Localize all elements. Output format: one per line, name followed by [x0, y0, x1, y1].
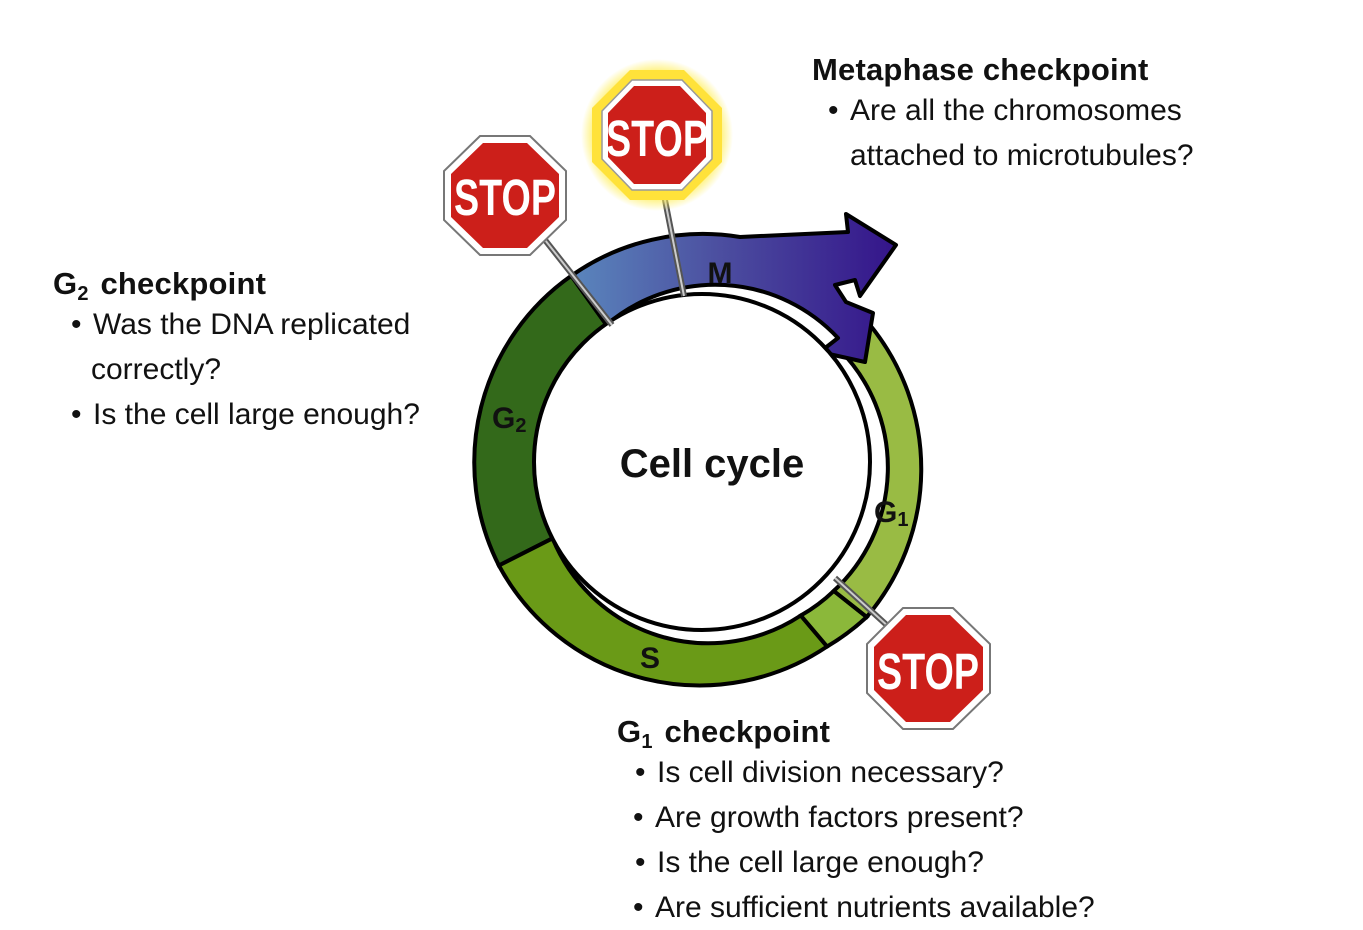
g1-checkpoint-item: Are growth factors present?: [633, 795, 1095, 840]
g1-checkpoint-title: G1 checkpoint: [617, 714, 831, 753]
g1-stop-sign: STOP: [866, 607, 991, 730]
g1-phase-label: G1: [874, 496, 908, 531]
g2-checkpoint-item: Was the DNA replicated: [71, 302, 420, 347]
g1-checkpoint-block: G1 checkpoint Is cell division necessary…: [617, 714, 1095, 930]
g2-checkpoint-item: Is the cell large enough?: [71, 392, 420, 437]
g1-segment: [830, 322, 924, 620]
g1-checkpoint-item: Are sufficient nutrients available?: [633, 885, 1095, 930]
metaphase-checkpoint-item-cont: attached to microtubules?: [850, 139, 1194, 172]
g2-stop-text: STOP: [454, 171, 556, 227]
center-label: Cell cycle: [620, 442, 805, 486]
metaphase-checkpoint-title: Metaphase checkpoint: [812, 52, 1149, 87]
g2-stop-sign: STOP: [443, 135, 567, 256]
metaphase-checkpoint-block: Metaphase checkpoint Are all the chromos…: [812, 52, 1194, 178]
metaphase-stop-text: STOP: [606, 112, 708, 168]
g2-checkpoint-item-cont: correctly?: [91, 353, 222, 386]
metaphase-stop-sign: STOP: [581, 59, 733, 211]
metaphase-checkpoint-item: Are all the chromosomes: [828, 88, 1194, 133]
m-phase-label: M: [708, 257, 733, 290]
g1-checkpoint-item: Is the cell large enough?: [635, 840, 1095, 885]
g2-checkpoint-block: G2 checkpoint Was the DNA replicated cor…: [53, 266, 420, 437]
cycle-center: [532, 292, 872, 632]
s-segment: [496, 535, 831, 688]
g1-checkpoint-item: Is cell division necessary?: [635, 750, 1095, 795]
s-phase-label: S: [640, 642, 660, 675]
g1-stop-text: STOP: [877, 645, 979, 701]
g2-phase-label: G2: [492, 402, 526, 437]
m-phase-arrow: [569, 212, 898, 364]
g2-checkpoint-title: G2 checkpoint: [53, 266, 267, 305]
